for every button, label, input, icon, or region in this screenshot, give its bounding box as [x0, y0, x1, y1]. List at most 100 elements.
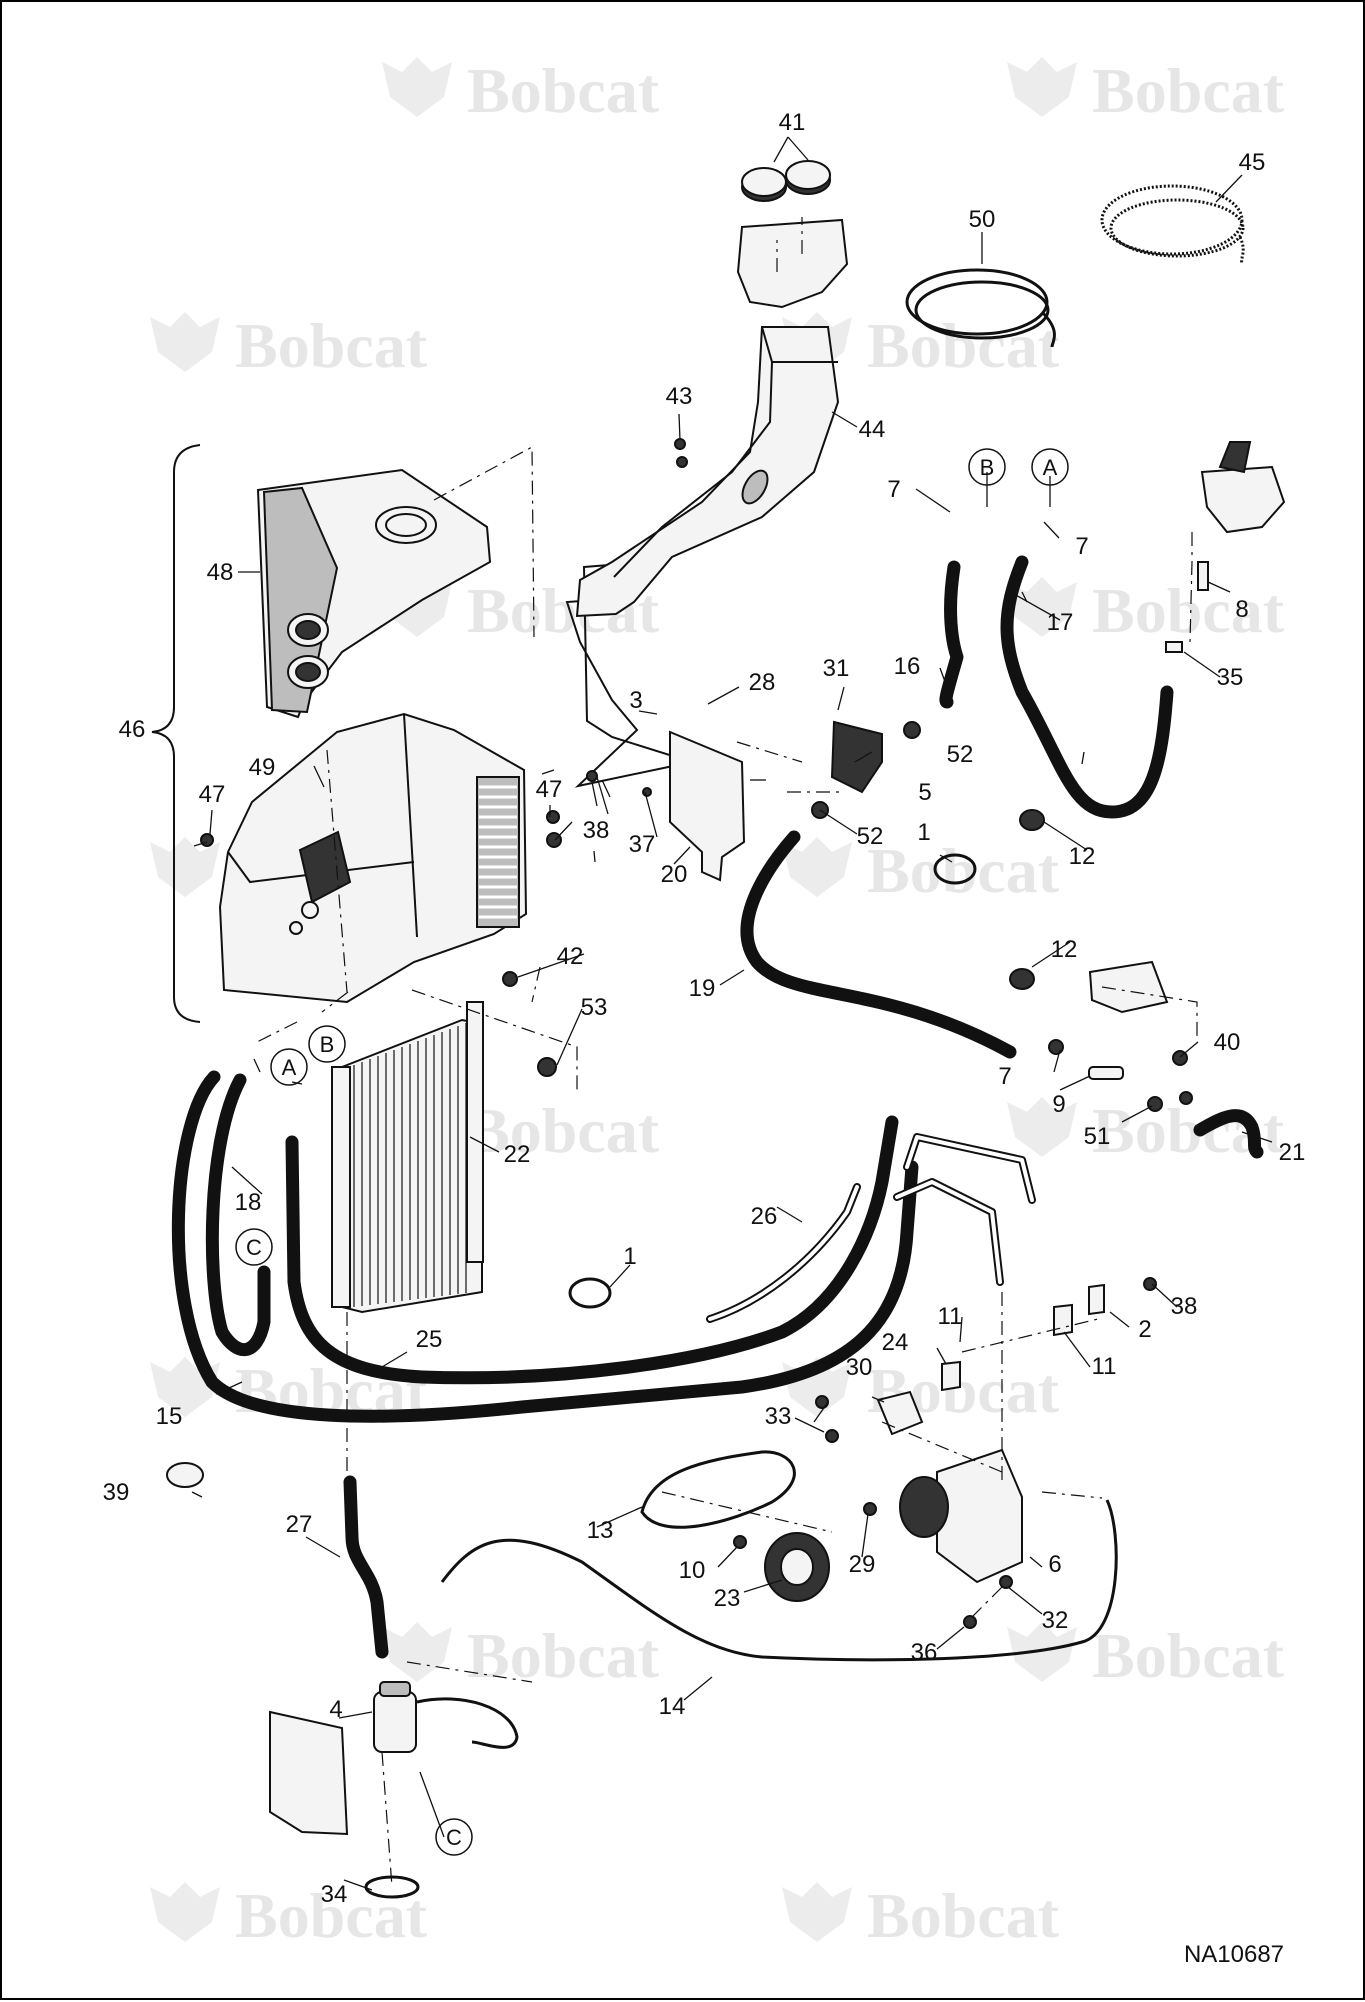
callout-6: 6	[1048, 1551, 1061, 1578]
callout-19: 19	[689, 975, 716, 1002]
connector-marker-c: C	[235, 1228, 273, 1266]
callout-43: 43	[666, 383, 693, 410]
connector-letter: A	[282, 1055, 297, 1080]
watermark: Bobcat	[1007, 575, 1285, 646]
callout-17: 17	[1047, 609, 1074, 636]
callout-12: 12	[1051, 936, 1078, 963]
watermark-text: Bobcat	[867, 310, 1060, 381]
callout-21: 21	[1279, 1139, 1306, 1166]
callout-35: 35	[1217, 664, 1244, 691]
callout-15: 15	[156, 1403, 183, 1430]
watermark-logo	[150, 1882, 220, 1942]
callout-51: 51	[1084, 1123, 1111, 1150]
watermark: Bobcat	[1007, 1620, 1285, 1691]
connector-marker-b: B	[968, 448, 1006, 486]
watermark-logo	[1007, 577, 1077, 637]
watermark: Bobcat	[782, 1880, 1060, 1951]
callout-45: 45	[1239, 149, 1266, 176]
callout-52: 52	[947, 741, 974, 768]
callout-39: 39	[103, 1479, 130, 1506]
callout-7: 7	[998, 1063, 1011, 1090]
connector-letter: C	[246, 1235, 262, 1260]
callout-30: 30	[846, 1354, 873, 1381]
watermark: Bobcat	[150, 310, 428, 381]
callout-4: 4	[329, 1696, 342, 1723]
condenser	[331, 1001, 484, 1314]
connector-circle	[435, 1818, 473, 1856]
callout-29: 29	[849, 1551, 876, 1578]
callout-25: 25	[416, 1326, 443, 1353]
watermark-logo	[1007, 1622, 1077, 1682]
leader-lines	[191, 136, 1273, 1891]
callout-18: 18	[235, 1189, 262, 1216]
callout-28: 28	[749, 669, 776, 696]
callout-8: 8	[1235, 596, 1248, 623]
callout-11: 11	[1092, 1353, 1117, 1380]
watermark-logo	[1007, 1097, 1077, 1157]
watermark: Bobcat	[150, 1880, 428, 1951]
callout-48: 48	[207, 559, 234, 586]
callout-42: 42	[557, 943, 584, 970]
watermark: Bobcat	[382, 1620, 660, 1691]
callout-38: 38	[1171, 1293, 1198, 1320]
watermark: Bobcat	[382, 575, 660, 646]
connector-circle	[308, 1025, 346, 1063]
callout-10: 10	[679, 1557, 706, 1584]
callout-50: 50	[969, 206, 996, 233]
connector-letter: B	[980, 455, 995, 480]
callout-34: 34	[321, 1881, 348, 1908]
watermark-text: Bobcat	[1092, 1620, 1285, 1691]
callout-36: 36	[911, 1639, 938, 1666]
callout-32: 32	[1042, 1607, 1069, 1634]
small-parts	[166, 441, 1286, 1899]
callout-53: 53	[581, 994, 608, 1021]
callout-27: 27	[286, 1511, 313, 1538]
callout-44: 44	[859, 416, 886, 443]
watermark-text: Bobcat	[235, 310, 428, 381]
callout-2: 2	[1138, 1316, 1151, 1343]
connector-circle	[270, 1048, 308, 1086]
watermark: Bobcat	[382, 55, 660, 126]
callout-38: 38	[583, 817, 610, 844]
callout-22: 22	[504, 1141, 531, 1168]
callout-9: 9	[1052, 1091, 1065, 1118]
connector-letter: A	[1043, 455, 1058, 480]
watermark: Bobcat	[782, 310, 1060, 381]
callout-47: 47	[199, 781, 226, 808]
connector-marker-a: A	[270, 1048, 308, 1086]
watermark-text: Bobcat	[1092, 55, 1285, 126]
callout-13: 13	[587, 1517, 614, 1544]
watermark: Bobcat	[782, 835, 1060, 906]
callout-7: 7	[887, 476, 900, 503]
connector-marker-c: C	[435, 1818, 473, 1856]
watermark-text: Bobcat	[867, 1880, 1060, 1951]
callout-24: 24	[882, 1329, 909, 1356]
watermark-logo	[150, 312, 220, 372]
connector-letter: C	[446, 1825, 462, 1850]
watermark-logo	[150, 837, 220, 897]
watermark: Bobcat	[1007, 1095, 1285, 1166]
connector-circle	[235, 1228, 273, 1266]
watermark-logo	[1007, 57, 1077, 117]
callout-46: 46	[119, 716, 146, 743]
watermark-text: Bobcat	[235, 1880, 428, 1951]
watermark-logo	[782, 1882, 852, 1942]
callout-40: 40	[1214, 1029, 1241, 1056]
watermark-text: Bobcat	[1092, 575, 1285, 646]
document-id: NA10687	[1184, 1941, 1284, 1968]
callout-12: 12	[1069, 843, 1096, 870]
watermark-text: Bobcat	[467, 55, 660, 126]
watermark: Bobcat	[1007, 55, 1285, 126]
callout-52: 52	[857, 823, 884, 850]
callout-16: 16	[894, 653, 921, 680]
evaporator-assembly	[151, 444, 528, 1023]
air-duct	[565, 160, 849, 788]
watermark-logo	[382, 57, 452, 117]
callout-1: 1	[623, 1243, 636, 1270]
callout-7: 7	[1075, 533, 1088, 560]
callout-31: 31	[823, 655, 850, 682]
hoses	[171, 184, 1264, 1662]
watermark-text: Bobcat	[467, 1620, 660, 1691]
